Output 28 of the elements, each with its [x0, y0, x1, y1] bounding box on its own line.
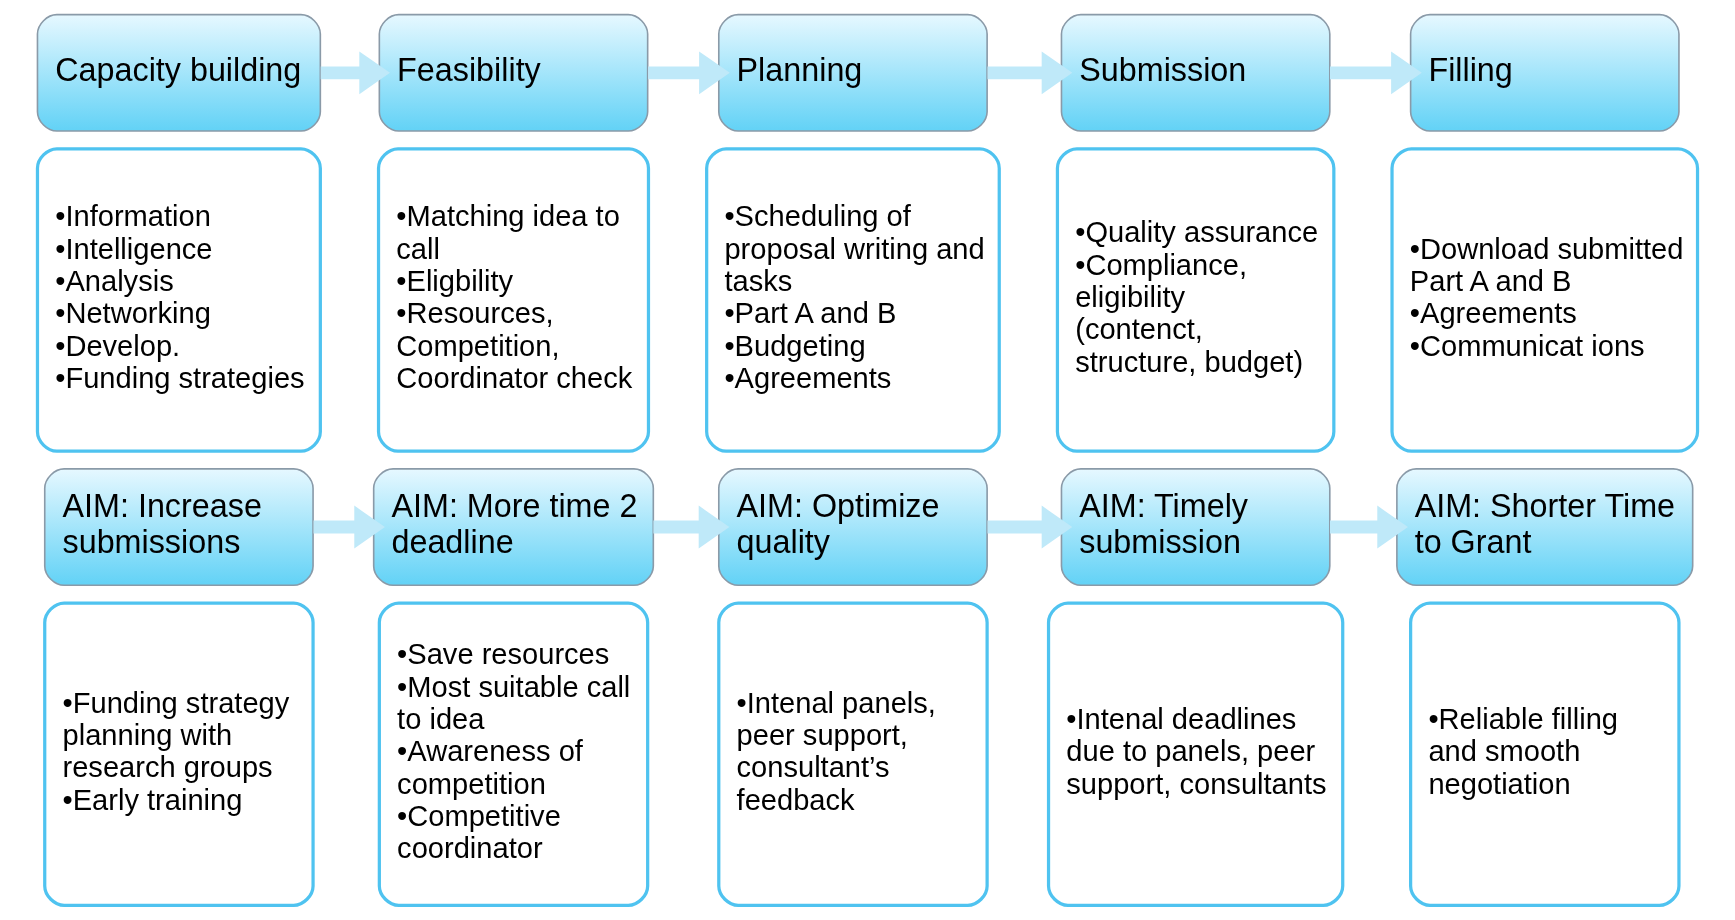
arrow — [320, 51, 390, 95]
arrow — [987, 505, 1073, 549]
node-box: •Scheduling of proposal writing and tasks •Part A and B •Budgeting •Agreements — [705, 147, 1001, 453]
node-box: Planning — [718, 13, 988, 132]
node-box: •Funding strategy planning with research groups •Early training — [43, 601, 315, 907]
arrow — [987, 51, 1073, 95]
arrow — [1330, 51, 1422, 95]
node-box: AIM: More time 2 deadline — [372, 468, 655, 587]
arrow — [653, 505, 730, 549]
arrow — [648, 51, 730, 95]
node-box: •Reliable filling and smooth negotiation — [1409, 601, 1681, 907]
node-box: •Intenal panels, peer support, consultant’s feedback — [717, 601, 989, 907]
node-box: •Information •Intelligence •Analysis •Networking •Develop. •Funding strategies — [35, 147, 322, 453]
node-box: AIM: Timely submission — [1060, 468, 1331, 587]
node-box: •Save resources •Most suitable call to idea •Awareness of competition •Competitive coordinator — [377, 601, 650, 907]
node-box: AIM: Optimize quality — [718, 468, 988, 587]
arrow — [313, 505, 385, 549]
node-box: •Quality assurance •Compliance, eligibility (contenct, structure, budget) — [1055, 147, 1336, 453]
node-box: •Intenal deadlines due to panels, peer support, consultants — [1046, 601, 1345, 907]
node-box: Capacity building — [36, 13, 322, 132]
node-box: AIM: Shorter Time to Grant — [1396, 468, 1694, 587]
node-box: •Download submitted Part A and B •Agreements •Communicat ions — [1390, 147, 1700, 453]
node-box: Submission — [1060, 13, 1331, 132]
node-box: AIM: Increase submissions — [43, 468, 314, 587]
node-box: •Matching idea to call •Eligbility •Resources, Competition, Coordinator check — [376, 147, 651, 453]
node-box: Filling — [1409, 13, 1680, 132]
node-box: Feasibility — [378, 13, 649, 132]
arrow — [1330, 505, 1408, 549]
